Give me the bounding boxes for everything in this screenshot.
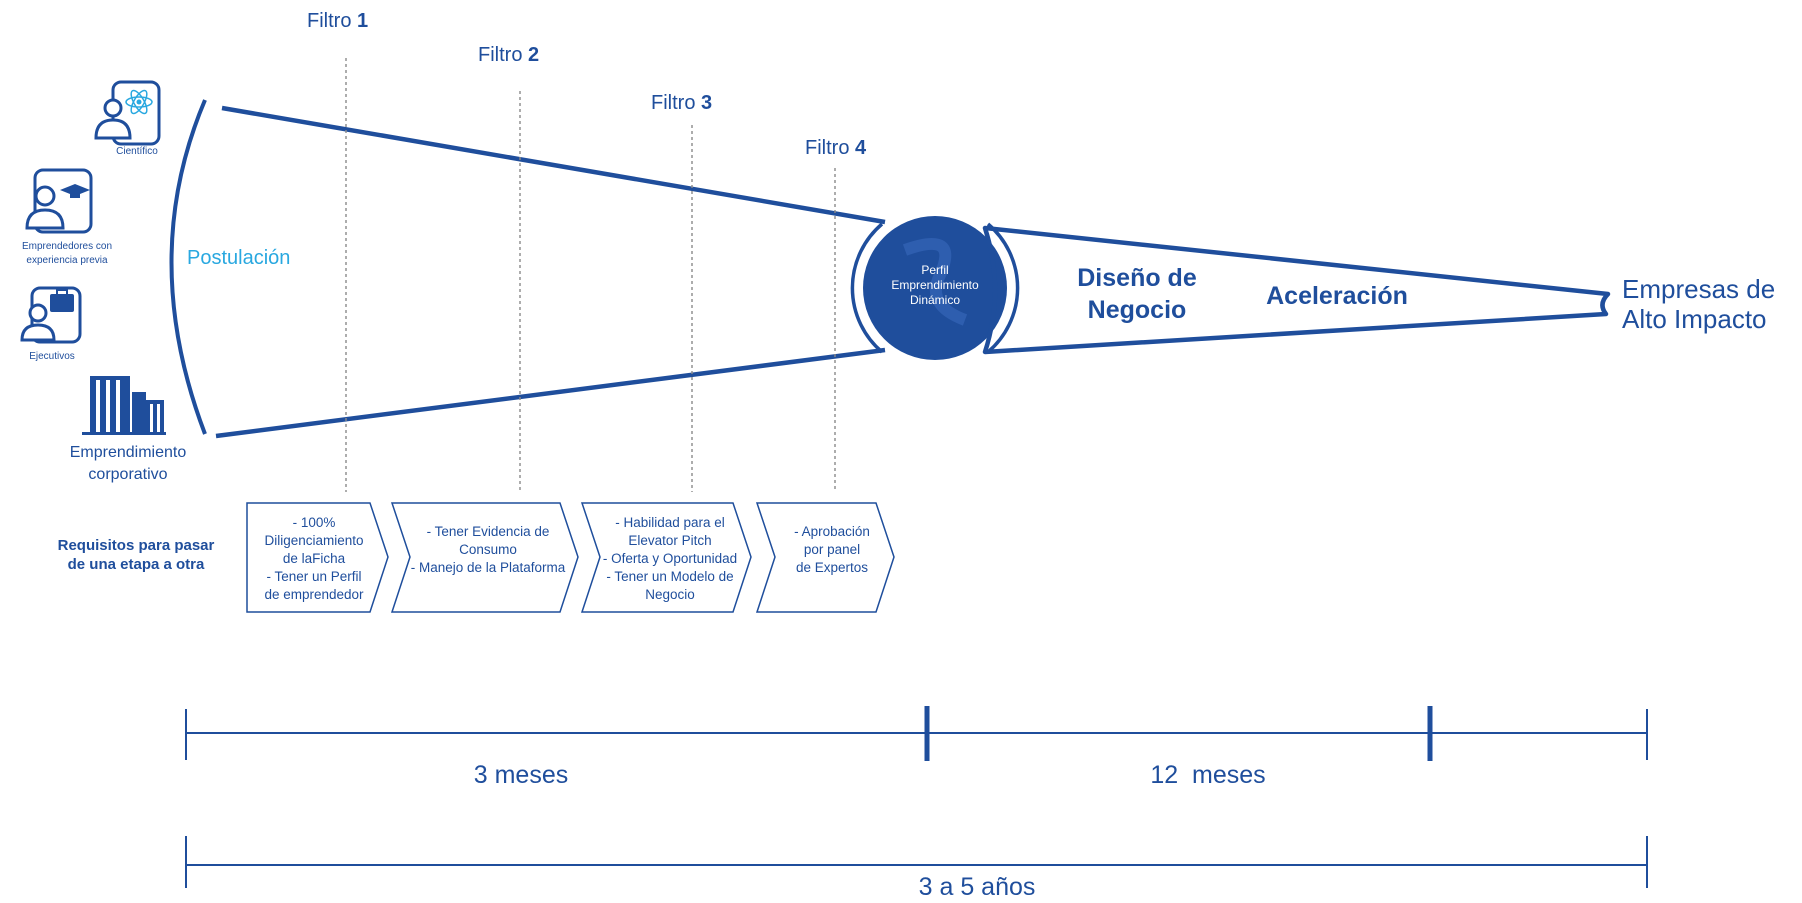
- graduate-icon: [25, 168, 93, 234]
- scientist-icon: [94, 80, 161, 146]
- filter-label-1: Filtro 1: [307, 10, 369, 32]
- requirement-box-3: [580, 502, 752, 613]
- executives-label: Ejecutivos: [29, 351, 75, 362]
- circle-outer-ring-right: [986, 222, 1020, 354]
- requirement-text-3: - Habilidad para el Elevator Pitch - Ofe…: [602, 515, 738, 602]
- acceleration-label: Aceleración: [1266, 282, 1408, 310]
- total-duration: 3 a 5 años: [918, 873, 1036, 901]
- requirement-text-1: - 100% Diligenciamiento de laFicha - Ten…: [264, 515, 364, 602]
- requirement-box-2: [390, 502, 579, 613]
- funnel-bottom-line: [215, 347, 886, 439]
- requirement-text-4: - Aprobación por panel de Expertos: [794, 524, 870, 575]
- filter-label-3: Filtro 3: [651, 92, 713, 114]
- funnel-top-line: [221, 105, 886, 225]
- circle-watermark: [902, 237, 968, 326]
- period-12-months: 12 meses: [1150, 761, 1266, 789]
- requirement-box-1: [246, 502, 389, 613]
- executive-icon: [20, 286, 82, 344]
- profile-circle-label: Perfil Emprendimiento Dinámico: [891, 263, 979, 307]
- postulation-label: Postulación: [187, 247, 291, 269]
- circle-outer-ring-left: [850, 222, 884, 354]
- filter-label-2: Filtro 2: [478, 44, 540, 66]
- buildings-icon: [82, 376, 166, 435]
- requirement-box-4: [755, 502, 895, 613]
- requirement-text-2: - Tener Evidencia de Consumo - Manejo de…: [410, 524, 566, 575]
- funnel-left-arc: [169, 99, 207, 435]
- acceleration-funnel: [982, 225, 1611, 355]
- period-3-months: 3 meses: [473, 761, 569, 789]
- scientist-label: Científico: [116, 146, 158, 157]
- filter-label-4: Filtro 4: [805, 137, 867, 159]
